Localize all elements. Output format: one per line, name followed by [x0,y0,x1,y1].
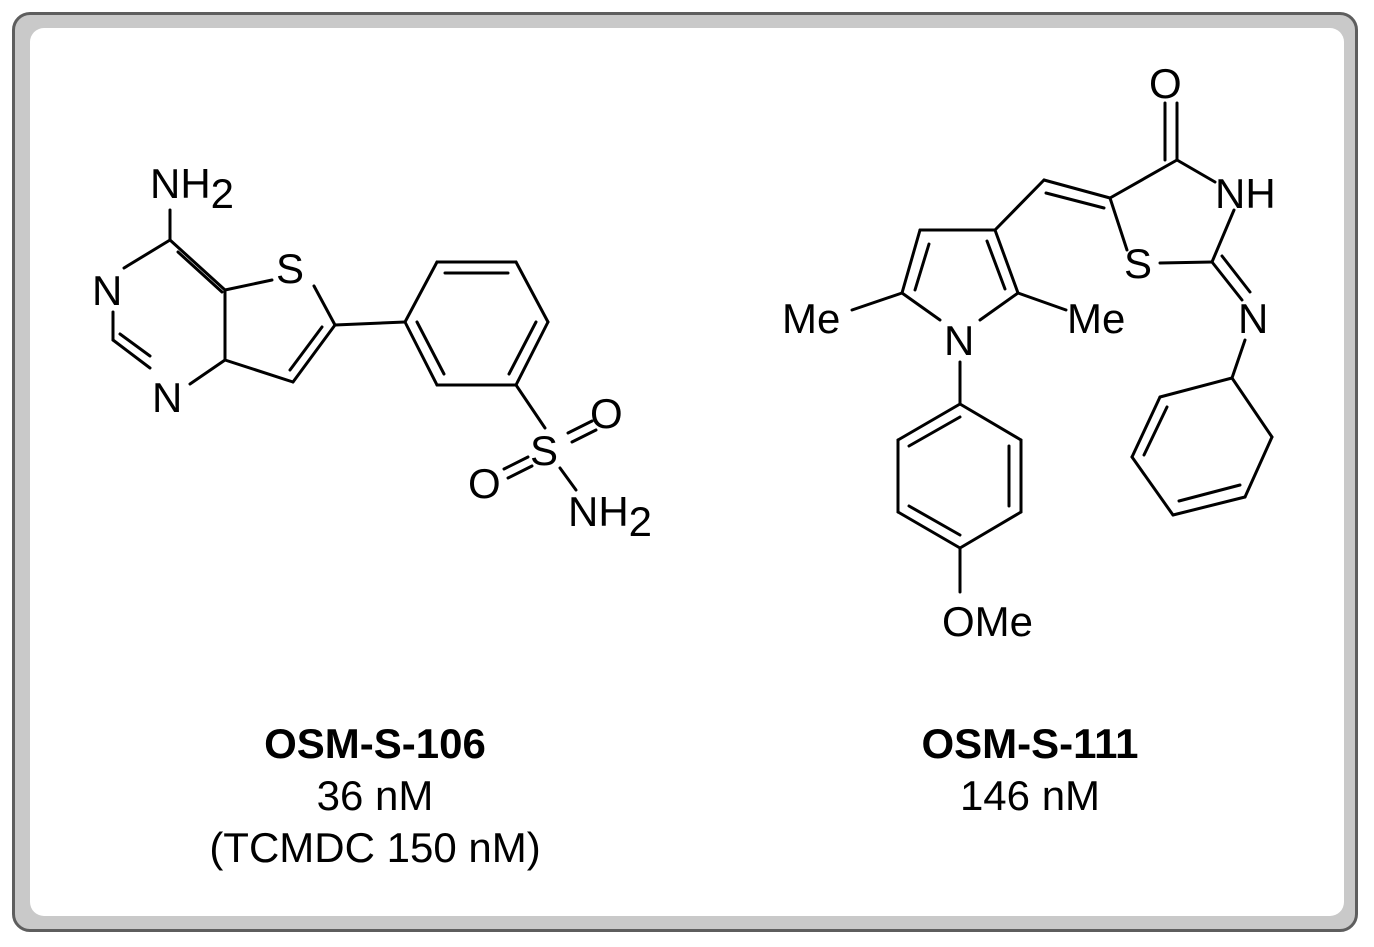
atom-o: O [468,460,501,507]
compound-name: OSM-S-106 [264,720,486,767]
atom-s: S [530,427,558,474]
atom-s: S [1124,240,1152,287]
atom-o: O [1149,60,1182,107]
structure-osm-s-111: O NH S N N Me Me OMe [782,60,1276,645]
atom-o: O [590,390,623,437]
figure-panel [30,28,1344,916]
compound-activity: 146 nM [959,772,1101,819]
atom-nh2: NH2 [150,160,234,217]
atom-me: Me [1067,295,1125,342]
atom-n: N [1238,295,1268,342]
atom-me: Me [782,295,840,342]
compound-name: OSM-S-111 [921,720,1139,767]
atom-nh2: NH2 [568,488,652,545]
structure-osm-s-106: NH2 N N S S O O NH2 [92,160,652,545]
caption-osm-s-111: OSM-S-111 146 nM [730,718,1330,822]
atom-n: N [92,267,122,314]
compound-note: (TCMDC 150 nM) [209,824,541,871]
atom-n: N [152,374,182,421]
caption-osm-s-106: OSM-S-106 36 nM (TCMDC 150 nM) [75,718,675,874]
atom-n: N [944,317,974,364]
compound-activity: 36 nM [316,772,434,819]
atom-nh: NH [1215,170,1276,217]
atom-s: S [276,245,304,292]
atom-ome: OMe [942,598,1033,645]
